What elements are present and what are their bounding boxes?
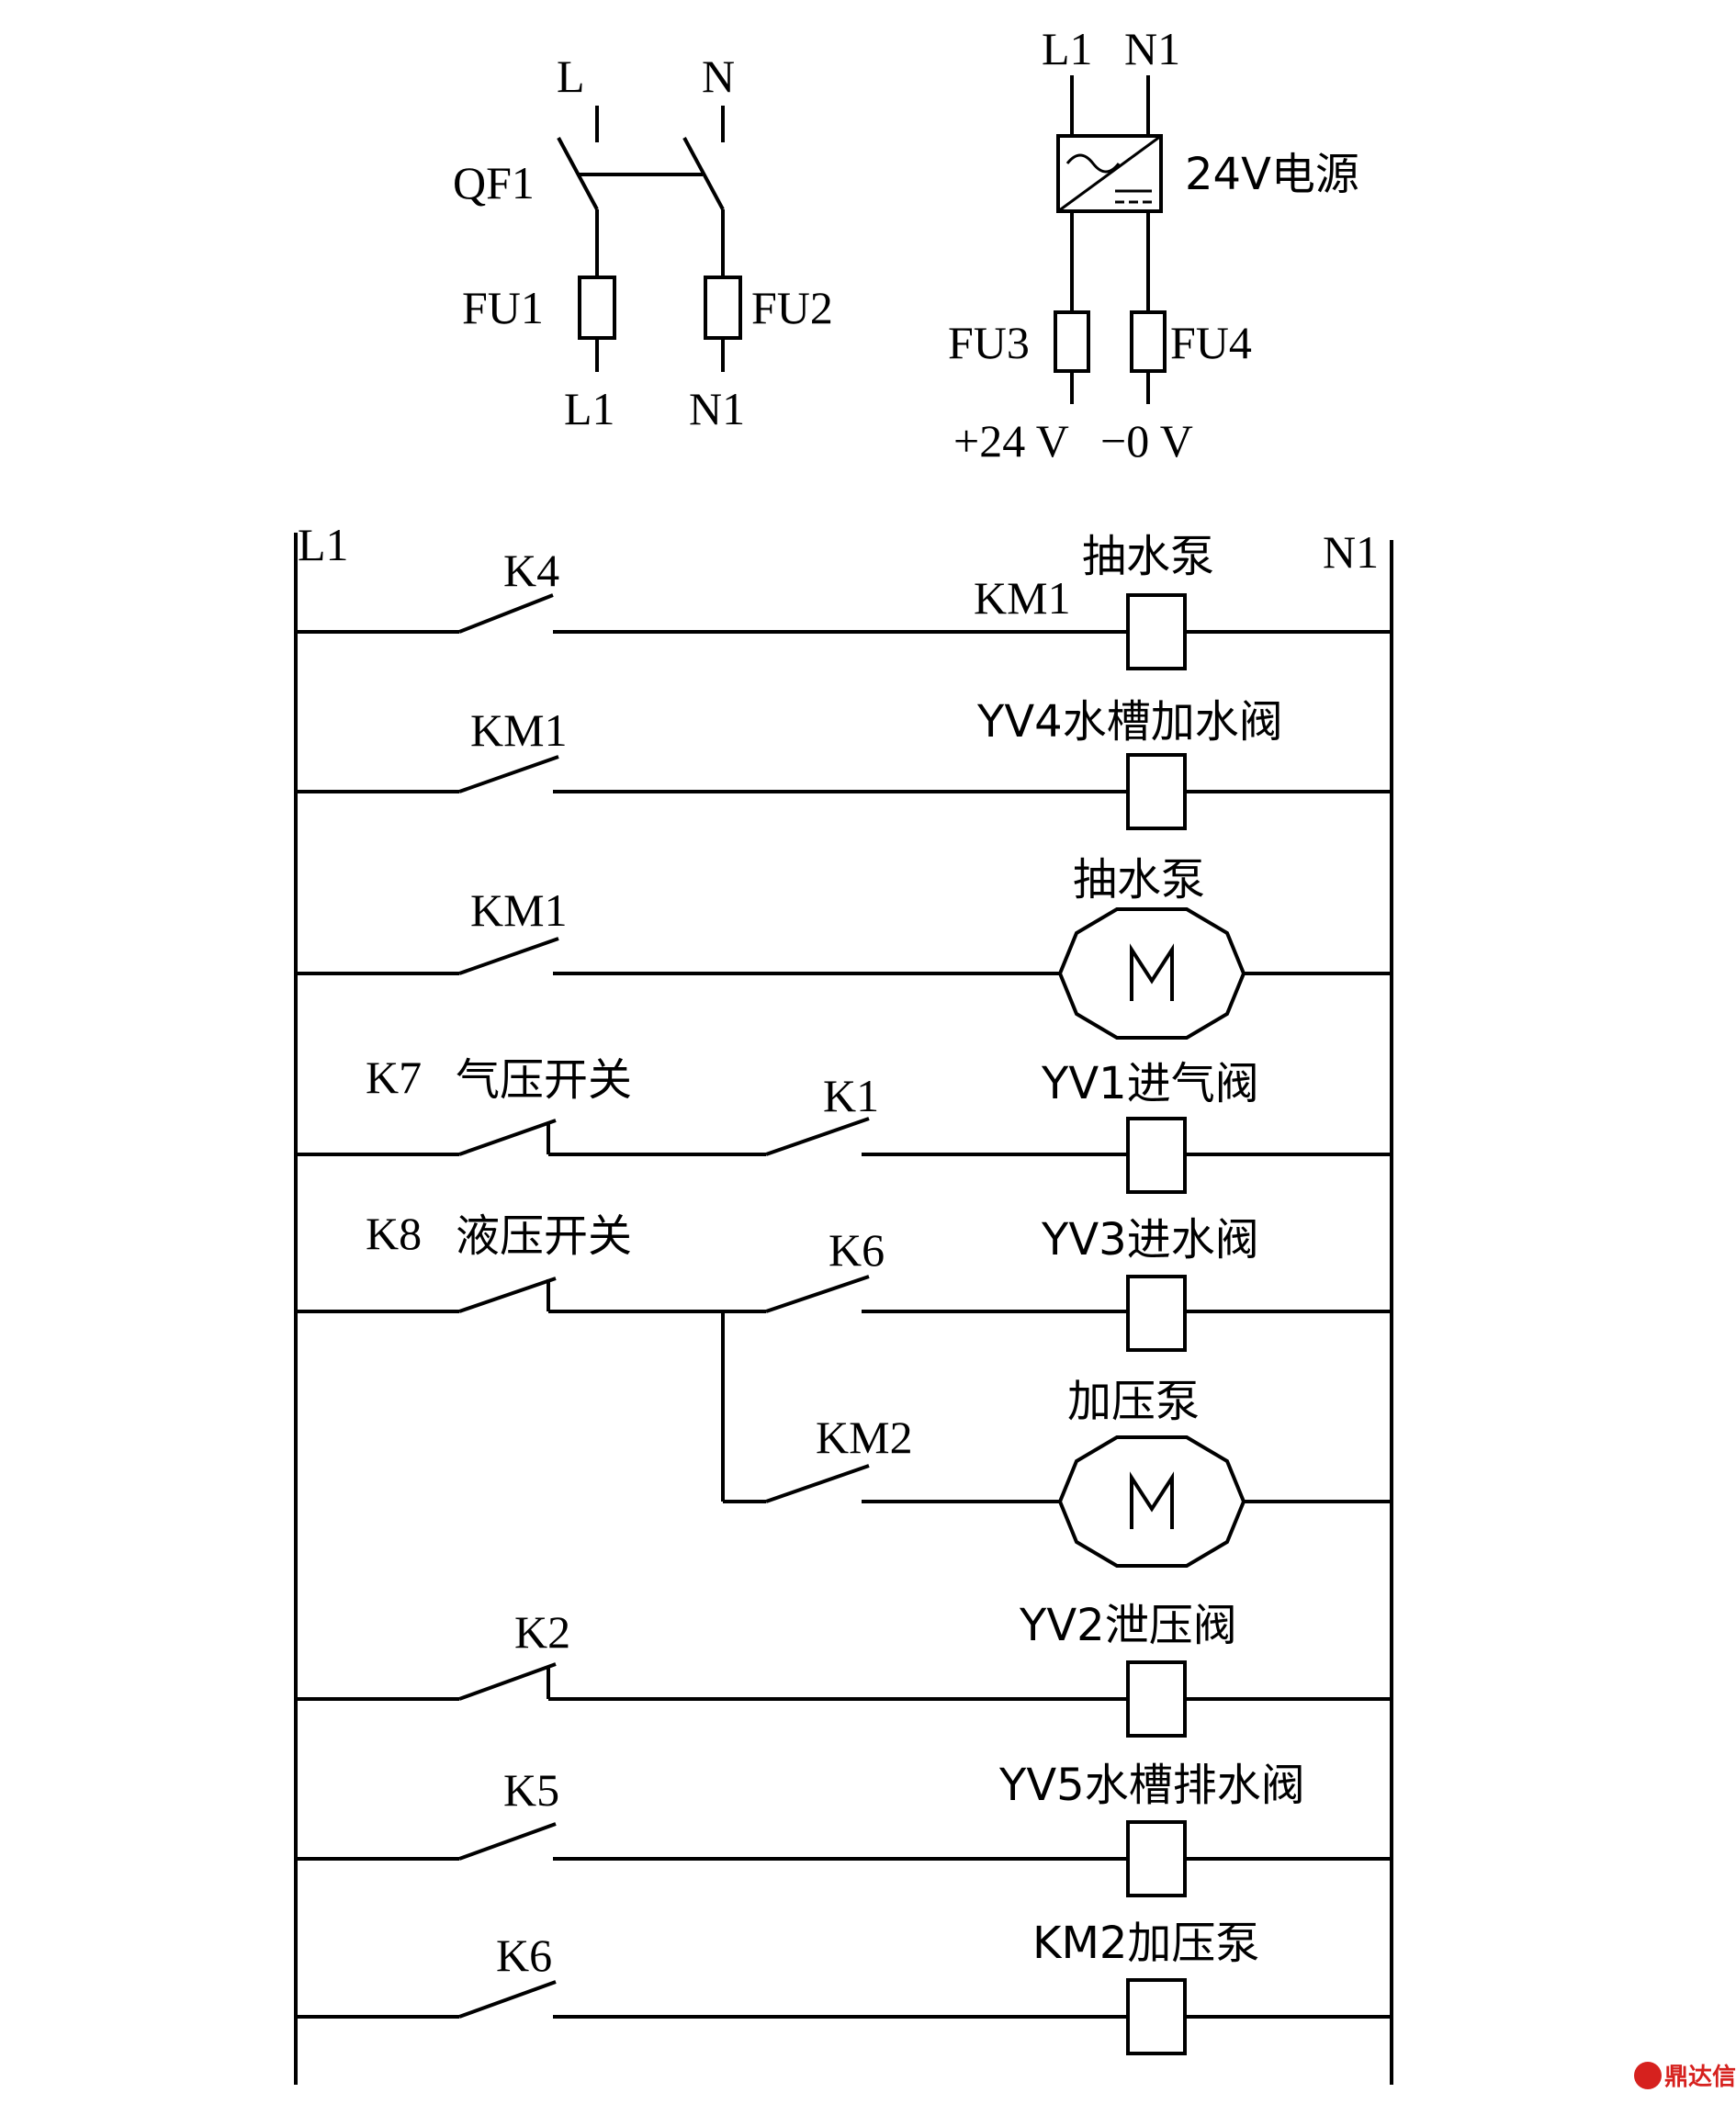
label-FU2: FU2 [751, 282, 833, 333]
label-zero: −0 V [1100, 415, 1193, 467]
label-load: YV5水槽排水阀 [998, 1760, 1305, 1811]
label-load: YV1进气阀 [1041, 1058, 1259, 1109]
rail-label-L1: L1 [298, 519, 349, 570]
ac-wave-icon [1065, 153, 1121, 174]
rail-label-N1: N1 [1323, 526, 1379, 578]
qf1-blade-L [557, 137, 599, 210]
label-load: YV4水槽加水阀 [976, 696, 1283, 748]
label-load: YV3进水阀 [1041, 1214, 1259, 1266]
contact-K4 [458, 593, 554, 634]
coil-YV3 [1126, 1275, 1187, 1352]
label-contact: KM1 [470, 704, 568, 756]
label-FU4: FU4 [1170, 317, 1252, 368]
psu-section: L1 N1 24V电源 FU3 FU4 +24 V −0 V [948, 23, 1359, 467]
psu-label-L1: L1 [1042, 23, 1093, 74]
label-plus24: +24 V [953, 415, 1069, 467]
fuse-FU1 [578, 276, 616, 340]
label-load: YV2泄压阀 [1019, 1600, 1237, 1651]
rung-5: K8 液压开关 K6 YV3进水阀 [296, 1208, 1392, 1352]
rung-1: K4 KM1 抽水泵 [296, 531, 1392, 670]
label-contact: K6 [496, 1930, 552, 1981]
label-load: 抽水泵 [1073, 854, 1205, 906]
watermark-logo-icon [1634, 2062, 1662, 2089]
label-load: 加压泵 [1067, 1376, 1200, 1427]
contact-KM2 [765, 1464, 870, 1503]
rung-7: K2 YV2泄压阀 [296, 1600, 1392, 1738]
label-contact-desc: 液压开关 [456, 1210, 632, 1262]
rung-2: KM1 YV4水槽加水阀 [296, 696, 1392, 830]
label-contact-desc: 气压开关 [456, 1054, 632, 1106]
label-load: KM2加压泵 [1032, 1918, 1259, 1969]
contact-K8 [458, 1277, 557, 1313]
contact-K5 [458, 1822, 557, 1861]
coil-YV1 [1126, 1117, 1187, 1194]
ladder-rails: L1 N1 [294, 519, 1393, 2085]
label-N1-out: N1 [689, 383, 745, 434]
coil-KM2 [1126, 1978, 1187, 2055]
label-FU3: FU3 [948, 317, 1030, 368]
motor-booster [1057, 1435, 1246, 1568]
label-contact: K4 [503, 545, 559, 596]
label-N: N [702, 51, 735, 102]
psu-diagonal [1057, 134, 1162, 213]
label-load: 抽水泵 [1082, 531, 1214, 582]
label-FU1: FU1 [462, 282, 544, 333]
contact-K7 [458, 1119, 557, 1156]
motor-m-icon [1130, 943, 1174, 1001]
label-L: L [557, 51, 585, 102]
rung-3: KM1 抽水泵 [296, 854, 1392, 1040]
coil-YV2 [1126, 1660, 1187, 1738]
contact-K6 [765, 1275, 870, 1313]
rung-9: K6 KM2加压泵 [296, 1918, 1392, 2055]
label-contact2: K6 [829, 1224, 885, 1276]
label-QF1: QF1 [453, 157, 535, 208]
qf1-blade-N [682, 137, 725, 210]
rung-4: K7 气压开关 K1 YV1进气阀 [296, 1052, 1392, 1194]
contact-KM1 [458, 755, 559, 793]
label-contact: KM1 [470, 884, 568, 936]
label-L1-out: L1 [564, 383, 615, 434]
fuse-FU2 [704, 276, 742, 340]
motor-m-icon [1130, 1471, 1174, 1529]
fuse-FU3 [1054, 310, 1090, 373]
label-contact: K8 [366, 1208, 422, 1259]
power-input-section: L N QF1 FU1 FU2 L1 N1 [453, 51, 833, 434]
label-contact: K5 [503, 1764, 559, 1816]
watermark: 鼎达信 [1634, 2062, 1736, 2091]
label-contact2: K1 [823, 1070, 879, 1121]
motor-pump [1057, 907, 1246, 1040]
watermark-text: 鼎达信 [1664, 2064, 1736, 2091]
label-contact: K7 [366, 1052, 422, 1103]
contact-K6 [458, 1980, 557, 2019]
rung-8: K5 YV5水槽排水阀 [296, 1760, 1392, 1897]
psu-label-N1: N1 [1124, 23, 1180, 74]
coil-YV4 [1126, 753, 1187, 830]
contact-K1 [765, 1117, 870, 1156]
label-contact: K2 [514, 1606, 570, 1658]
contact-K2 [458, 1662, 557, 1701]
coil-YV5 [1126, 1820, 1187, 1897]
contact-KM1 [458, 937, 559, 975]
rung-6: KM2 加压泵 [721, 1311, 1392, 1568]
label-coil: KM1 [974, 572, 1071, 624]
fuse-FU4 [1130, 310, 1167, 373]
coil-KM1 [1126, 593, 1187, 670]
psu-title: 24V电源 [1185, 149, 1359, 200]
label-contact2: KM2 [816, 1412, 913, 1463]
